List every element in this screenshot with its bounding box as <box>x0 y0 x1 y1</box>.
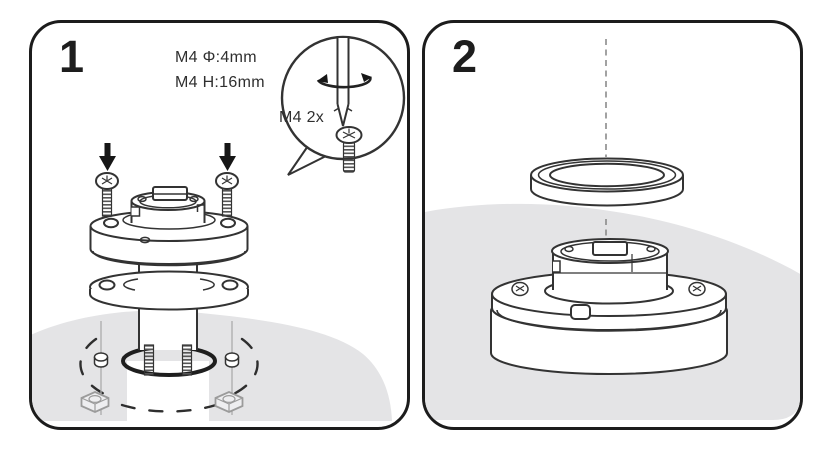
anchor-guides <box>80 321 244 415</box>
screw-spec-label: M4 Φ:4mm M4 H:16mm <box>175 45 265 95</box>
mounted-base <box>490 238 728 375</box>
screw-spec-line-1: M4 Φ:4mm <box>175 49 257 66</box>
callout-quantity-label: M4 2x <box>279 109 325 126</box>
base-body-notch <box>570 304 591 320</box>
step-number: 2 <box>452 31 478 82</box>
flange-disc <box>89 210 249 267</box>
screw-spec-line-2: M4 H:16mm <box>175 74 265 91</box>
plate-hole-left <box>98 279 116 291</box>
flange-hole-left <box>103 217 119 229</box>
rotation-arrow-icon <box>316 73 372 89</box>
installed-screw-head <box>688 281 706 297</box>
step-number: 1 <box>59 31 85 82</box>
bayonet-interface <box>551 238 669 291</box>
down-arrow-icon <box>99 143 116 171</box>
hidden-circle-dash-left <box>79 337 113 399</box>
bayonet-interface <box>130 186 206 223</box>
installed-screw-head <box>511 281 529 297</box>
surface-hole <box>79 337 259 421</box>
trim-ring <box>530 157 684 207</box>
threaded-rods <box>143 344 193 376</box>
hex-nut-icon <box>80 391 110 413</box>
screwdriver-icon <box>333 38 353 127</box>
hidden-circle-dash-right <box>225 337 259 399</box>
anchor-standoff <box>224 352 240 368</box>
plate-hole-right <box>221 279 239 291</box>
step-1-panel: 1 M4 Φ:4mm M4 H:16mm M4 2x <box>29 20 410 430</box>
step-2-illustration <box>425 39 800 420</box>
down-arrow-icon <box>219 143 236 171</box>
step-1-illustration <box>32 35 406 421</box>
adapter-plate <box>89 270 249 311</box>
callout-screw-icon <box>335 126 363 173</box>
machine-screw-icon <box>95 172 119 217</box>
flange-hole-right <box>220 217 236 229</box>
step-2-panel: 2 <box>422 20 803 430</box>
hidden-circle-dash-bottom <box>120 403 218 413</box>
anchor-standoff <box>93 352 109 368</box>
hex-nut-icon <box>214 391 244 413</box>
machine-screw-icon <box>215 172 239 217</box>
